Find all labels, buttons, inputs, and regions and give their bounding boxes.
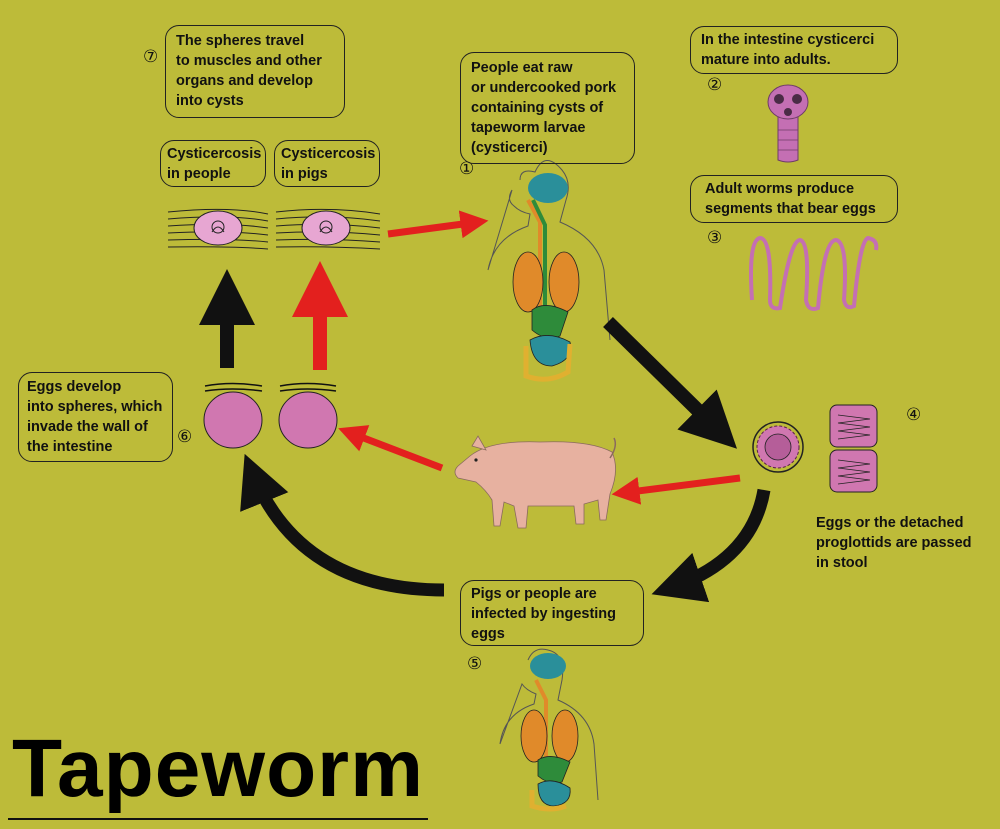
step-7-label: The spheres travel to muscles and other … bbox=[165, 25, 345, 118]
step-7-number: ⑦ bbox=[143, 47, 159, 67]
cyst-in-people-tissue bbox=[167, 208, 269, 250]
step-2-label: In the intestine cysticerci mature into … bbox=[690, 26, 898, 74]
step-1-number: ① bbox=[459, 159, 475, 179]
step-6-label: Eggs develop into spheres, which invade … bbox=[18, 372, 173, 462]
step-5-label: Pigs or people are infected by ingesting… bbox=[460, 580, 644, 646]
detached-proglottids-illustration bbox=[829, 404, 878, 493]
arrow-pork-to-human bbox=[387, 210, 489, 239]
cysticercosis-people-label: Cysticercosis in people bbox=[160, 140, 266, 187]
proglottid-worm-illustration bbox=[749, 235, 879, 311]
arrow-pig-to-spheres bbox=[338, 425, 444, 472]
arrow-ingestion-to-spheres bbox=[240, 453, 445, 597]
human-body-figure-top bbox=[487, 160, 611, 382]
step-4-number: ④ bbox=[906, 405, 922, 425]
human-body-figure-bottom bbox=[499, 648, 599, 812]
title-underline bbox=[8, 818, 428, 820]
cyst-in-pigs-tissue bbox=[275, 208, 381, 250]
step-1-label: People eat raw or undercooked pork conta… bbox=[460, 52, 635, 164]
step-6-number: ⑥ bbox=[177, 427, 193, 447]
arrow-eggs-to-pig bbox=[611, 474, 741, 505]
step-3-label: Adult worms produce segments that bear e… bbox=[690, 175, 898, 223]
diagram-title: Tapeworm bbox=[12, 723, 424, 814]
pig-illustration bbox=[454, 435, 617, 529]
tapeworm-scolex-illustration bbox=[767, 84, 809, 163]
cysticercosis-pigs-label: Cysticercosis in pigs bbox=[274, 140, 380, 187]
arrow-human-to-eggs bbox=[603, 317, 737, 449]
egg-illustration bbox=[752, 421, 804, 473]
step-2-number: ② bbox=[707, 75, 723, 95]
egg-spheres bbox=[203, 382, 338, 449]
step-5-number: ⑤ bbox=[467, 654, 483, 674]
step-3-number: ③ bbox=[707, 228, 723, 248]
arrow-eggs-to-ingestion bbox=[651, 488, 771, 603]
step-4-label: Eggs or the detached proglottids are pas… bbox=[816, 515, 972, 571]
